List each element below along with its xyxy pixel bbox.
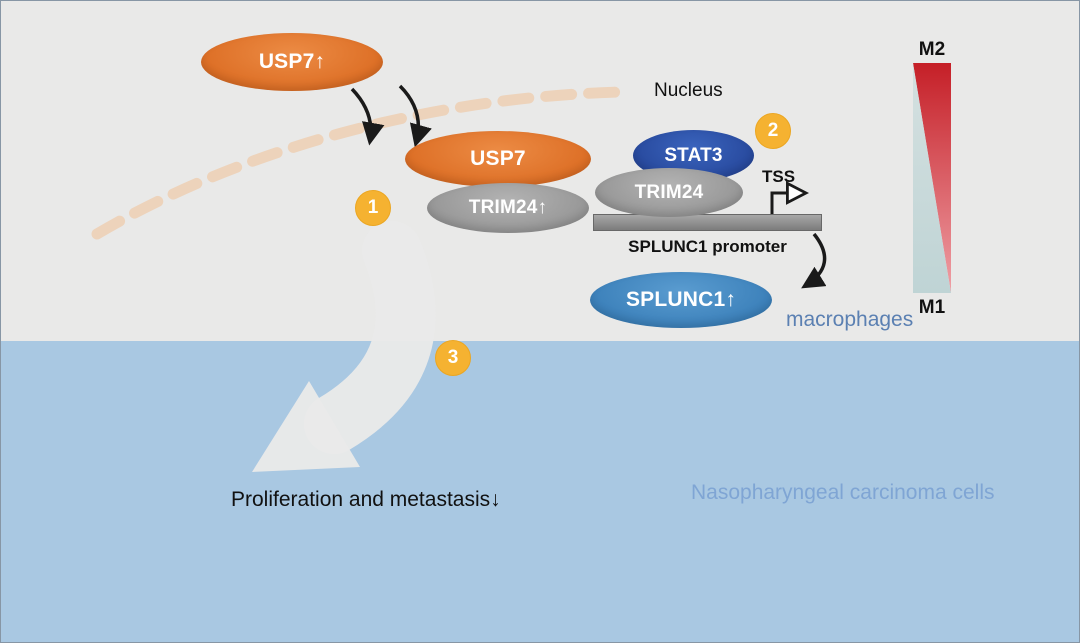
splunc1-label: SPLUNC1↑ [625, 288, 737, 311]
usp7-cytoplasm-node: USP7↑ [201, 33, 383, 91]
macrophages-region-label: macrophages [786, 308, 914, 331]
splunc1-promoter-bar [593, 214, 822, 231]
m1-polarization-wedge [913, 63, 951, 293]
trim24-promoter-node: TRIM24 [595, 168, 743, 217]
outcome-label: Proliferation and metastasis↓ [231, 488, 501, 511]
step-3-number: 3 [447, 347, 459, 368]
nuclear-import-arrow-2 [398, 84, 432, 148]
suppression-arrow-head [252, 381, 360, 472]
tss-label: TSS [762, 167, 796, 186]
trim24-up-label: TRIM24↑ [468, 197, 548, 218]
m2-label: M2 [918, 39, 946, 60]
transcription-arrow [801, 232, 827, 289]
step-badge-2: 2 [755, 113, 791, 149]
usp7-nucleus-label: USP7 [470, 147, 526, 170]
nuclear-membrane-icon [91, 86, 627, 240]
nucleus-label: Nucleus [654, 80, 723, 101]
step-badge-1: 1 [355, 190, 391, 226]
step-1-number: 1 [367, 197, 379, 218]
carcinoma-region-label: Nasopharyngeal carcinoma cells [691, 481, 995, 504]
trim24-promoter-label: TRIM24 [634, 181, 704, 203]
nuclear-import-arrow-1 [350, 87, 385, 146]
usp7-nucleus-node: USP7 [405, 131, 591, 187]
suppression-arrow-shaft [304, 221, 436, 454]
tss-arrow-icon [770, 193, 803, 214]
splunc1-node: SPLUNC1↑ [590, 272, 772, 328]
carcinoma-cell-region [1, 341, 1079, 642]
step-badge-3: 3 [435, 340, 471, 376]
m1-label: M1 [918, 297, 946, 318]
step-2-number: 2 [767, 120, 779, 141]
stat3-label: STAT3 [664, 144, 723, 166]
trim24-up-node: TRIM24↑ [427, 183, 589, 233]
usp7-cytoplasm-label: USP7↑ [258, 50, 326, 73]
splunc1-promoter-label: SPLUNC1 promoter [628, 237, 787, 256]
